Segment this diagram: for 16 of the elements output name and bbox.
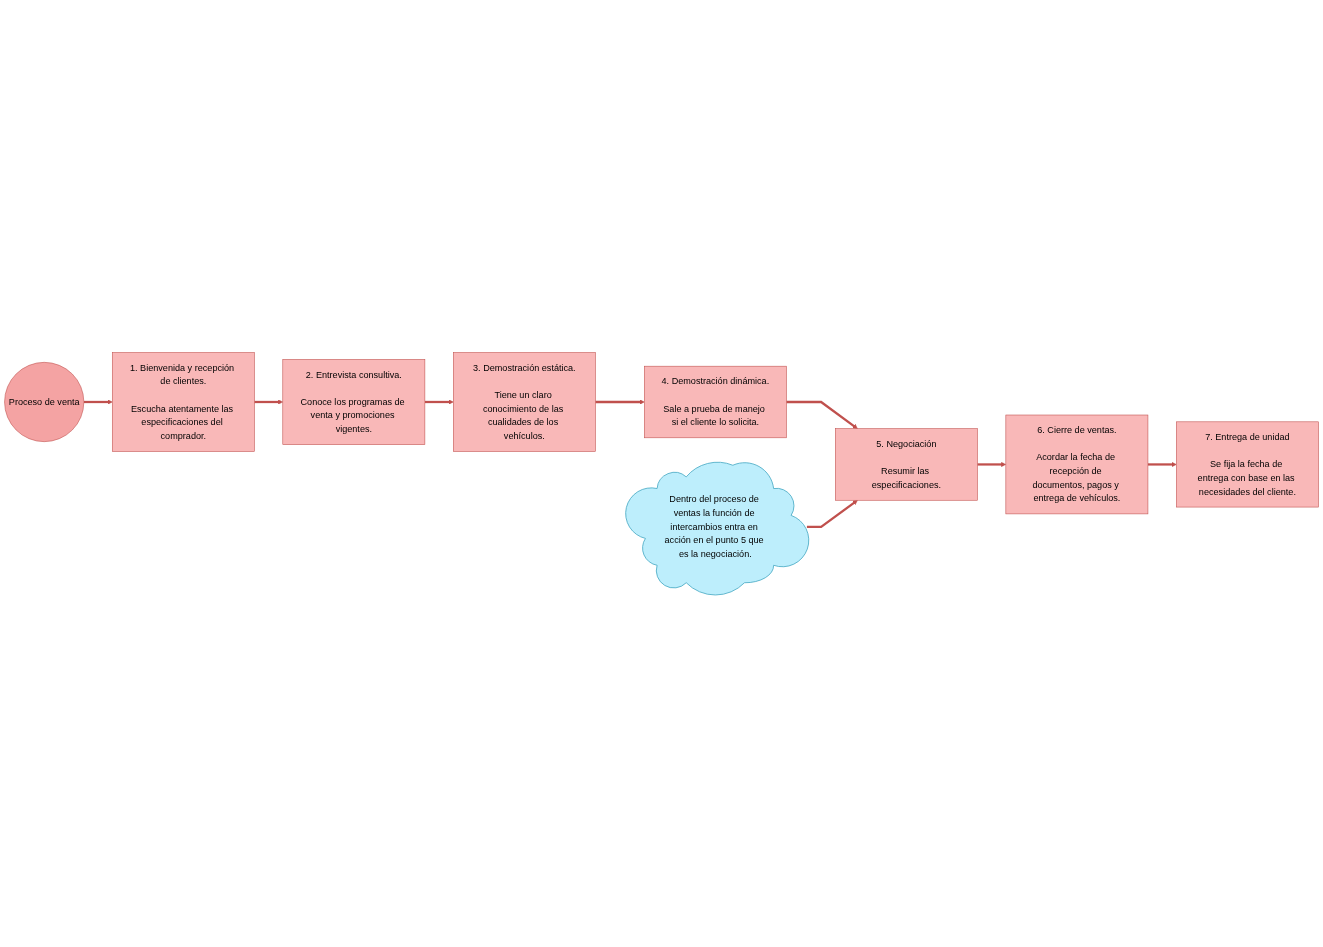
node-box: 6. Cierre de ventas. Acordar la fecha de recepción de documentos, pagos y entrega de vehículos.	[1005, 414, 1149, 514]
node-box: 7. Entrega de unidad Se fija la fecha de entrega con base en las necesidades del cliente.	[1176, 421, 1319, 508]
arrow	[595, 399, 645, 405]
arrow	[83, 399, 113, 405]
node-box: 4. Demostración dinámica. Sale a prueba de manejo si el cliente lo solicita.	[644, 365, 787, 438]
node-box: 3. Demostración estática. Tiene un claro conocimiento de las cualidades de los vehículos.	[453, 352, 596, 452]
node-circle: Proceso de venta	[4, 361, 85, 442]
arrow	[806, 499, 858, 528]
arrow	[786, 400, 858, 429]
arrow	[254, 399, 283, 405]
arrow	[1147, 461, 1177, 467]
node-box: 5. Negociación Resumir las especificaciones.	[835, 428, 978, 501]
arrow	[977, 461, 1007, 467]
node-box: 2. Entrevista consultiva. Conoce los programas de venta y promociones vigentes.	[282, 358, 426, 445]
arrow	[424, 399, 454, 405]
node-box: 1. Bienvenida y recepción de clientes. Escucha atentamente las especificaciones del comprador.	[112, 352, 255, 452]
